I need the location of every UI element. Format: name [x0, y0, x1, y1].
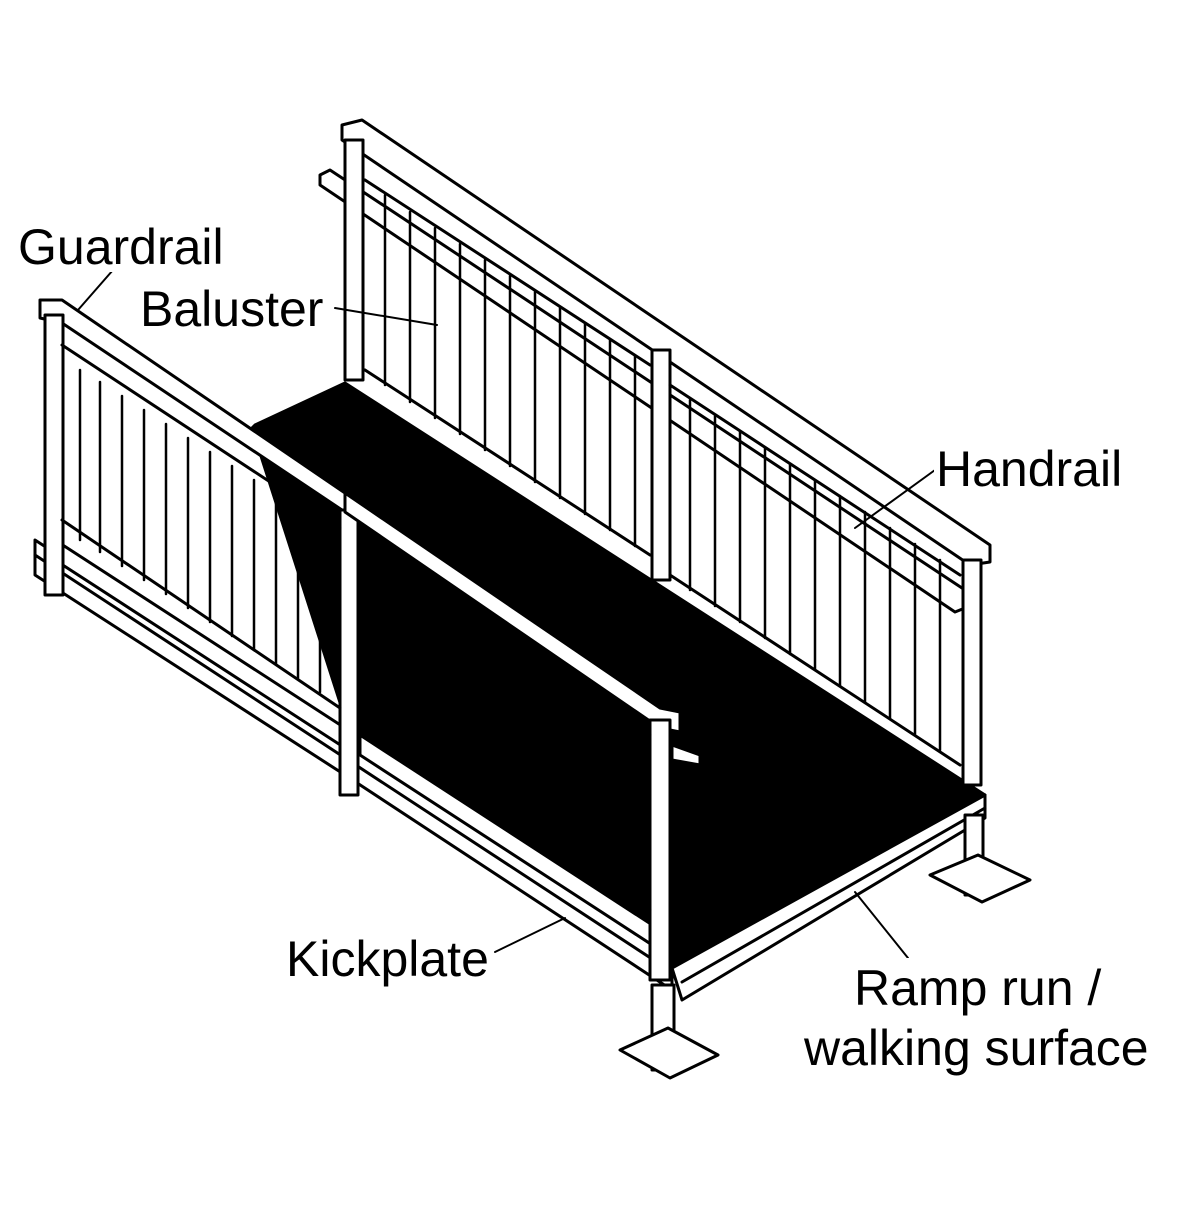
guardrail-label: Guardrail	[16, 219, 226, 275]
left-panel-1	[38, 298, 360, 797]
base-plate-right	[928, 853, 1032, 904]
ramp-run-label: Ramp run / walking surface	[800, 958, 1153, 1078]
handrail-leader	[854, 469, 936, 529]
baluster-label: Baluster	[138, 281, 326, 337]
ramp-run-label-line2: walking surface	[804, 1020, 1149, 1076]
support-legs	[618, 813, 1032, 1080]
ramp-run-label-line1: Ramp run /	[854, 960, 1102, 1016]
kickplate-label: Kickplate	[284, 931, 491, 987]
baluster-leader	[334, 307, 438, 326]
handrail-label: Handrail	[934, 441, 1125, 497]
back-rail	[318, 118, 992, 787]
base-plate-front	[618, 1026, 720, 1080]
kickplate-leader	[494, 917, 566, 953]
ramp-leader	[854, 891, 909, 959]
left-panel-2	[343, 491, 702, 982]
